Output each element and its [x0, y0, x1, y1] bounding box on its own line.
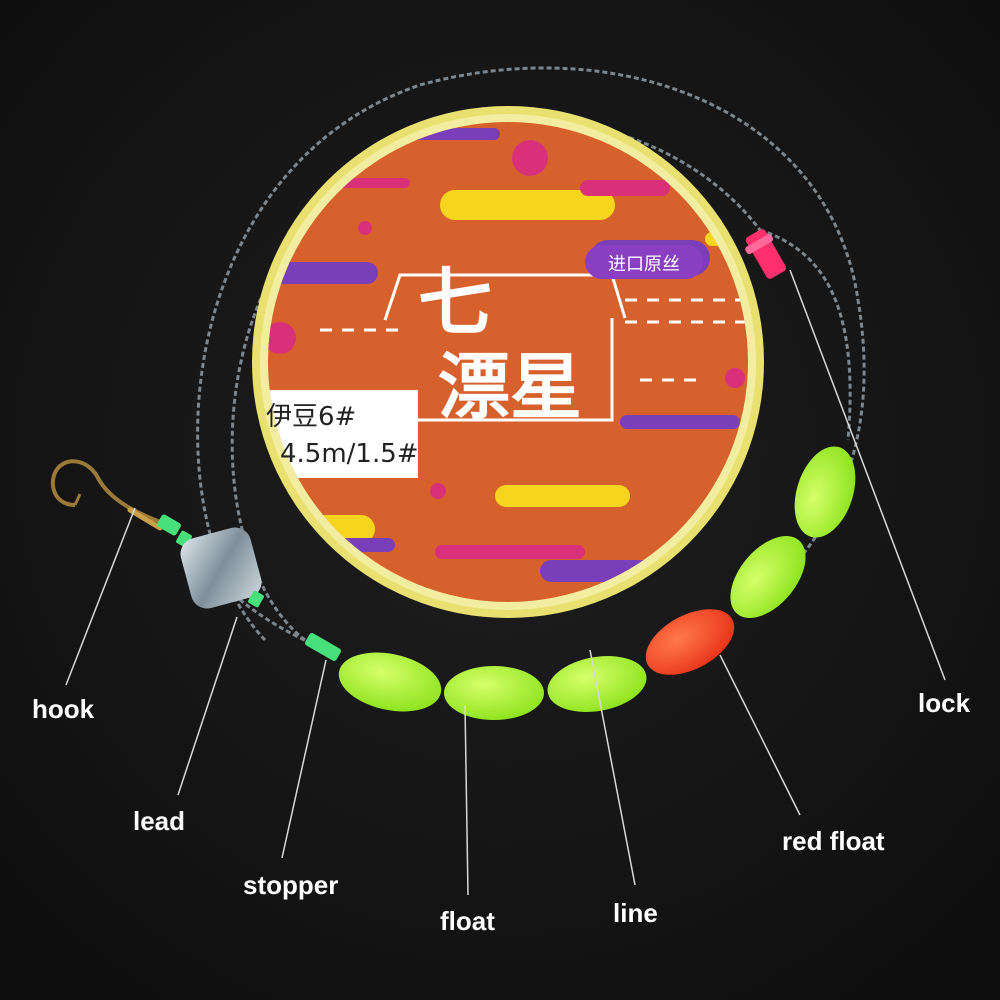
red-float-bead: [645, 609, 735, 675]
line-spool: 进口原丝 七 漂星 伊豆6# 4.5m/1.5#: [252, 106, 764, 618]
float-chain: [338, 446, 856, 720]
lead-weight: [176, 527, 264, 609]
spool-title-line1: 七: [418, 260, 492, 346]
spool-spec-line1: 伊豆6#: [266, 402, 356, 432]
stopper: [305, 633, 341, 661]
fishing-line-loop: [178, 66, 866, 647]
float-bead: [794, 446, 856, 538]
float-bead: [730, 536, 806, 618]
spool-tag-text: 进口原丝: [608, 254, 680, 275]
label-stopper: stopper: [243, 870, 338, 900]
label-hook: hook: [32, 694, 95, 724]
label-lead: lead: [133, 806, 185, 836]
spool-spec-line2: 4.5m/1.5#: [280, 439, 419, 469]
float-bead: [444, 666, 544, 720]
hook: [50, 459, 181, 536]
line-lock: [745, 229, 787, 279]
label-float: float: [440, 906, 495, 936]
label-red-float: red float: [782, 826, 885, 856]
label-pointers: [65, 269, 946, 896]
float-bead: [338, 652, 442, 712]
label-line: line: [613, 898, 658, 928]
spool-tag-badge: [585, 245, 703, 279]
label-lock: lock: [918, 688, 971, 718]
spool-title-line2: 漂星: [438, 345, 582, 429]
